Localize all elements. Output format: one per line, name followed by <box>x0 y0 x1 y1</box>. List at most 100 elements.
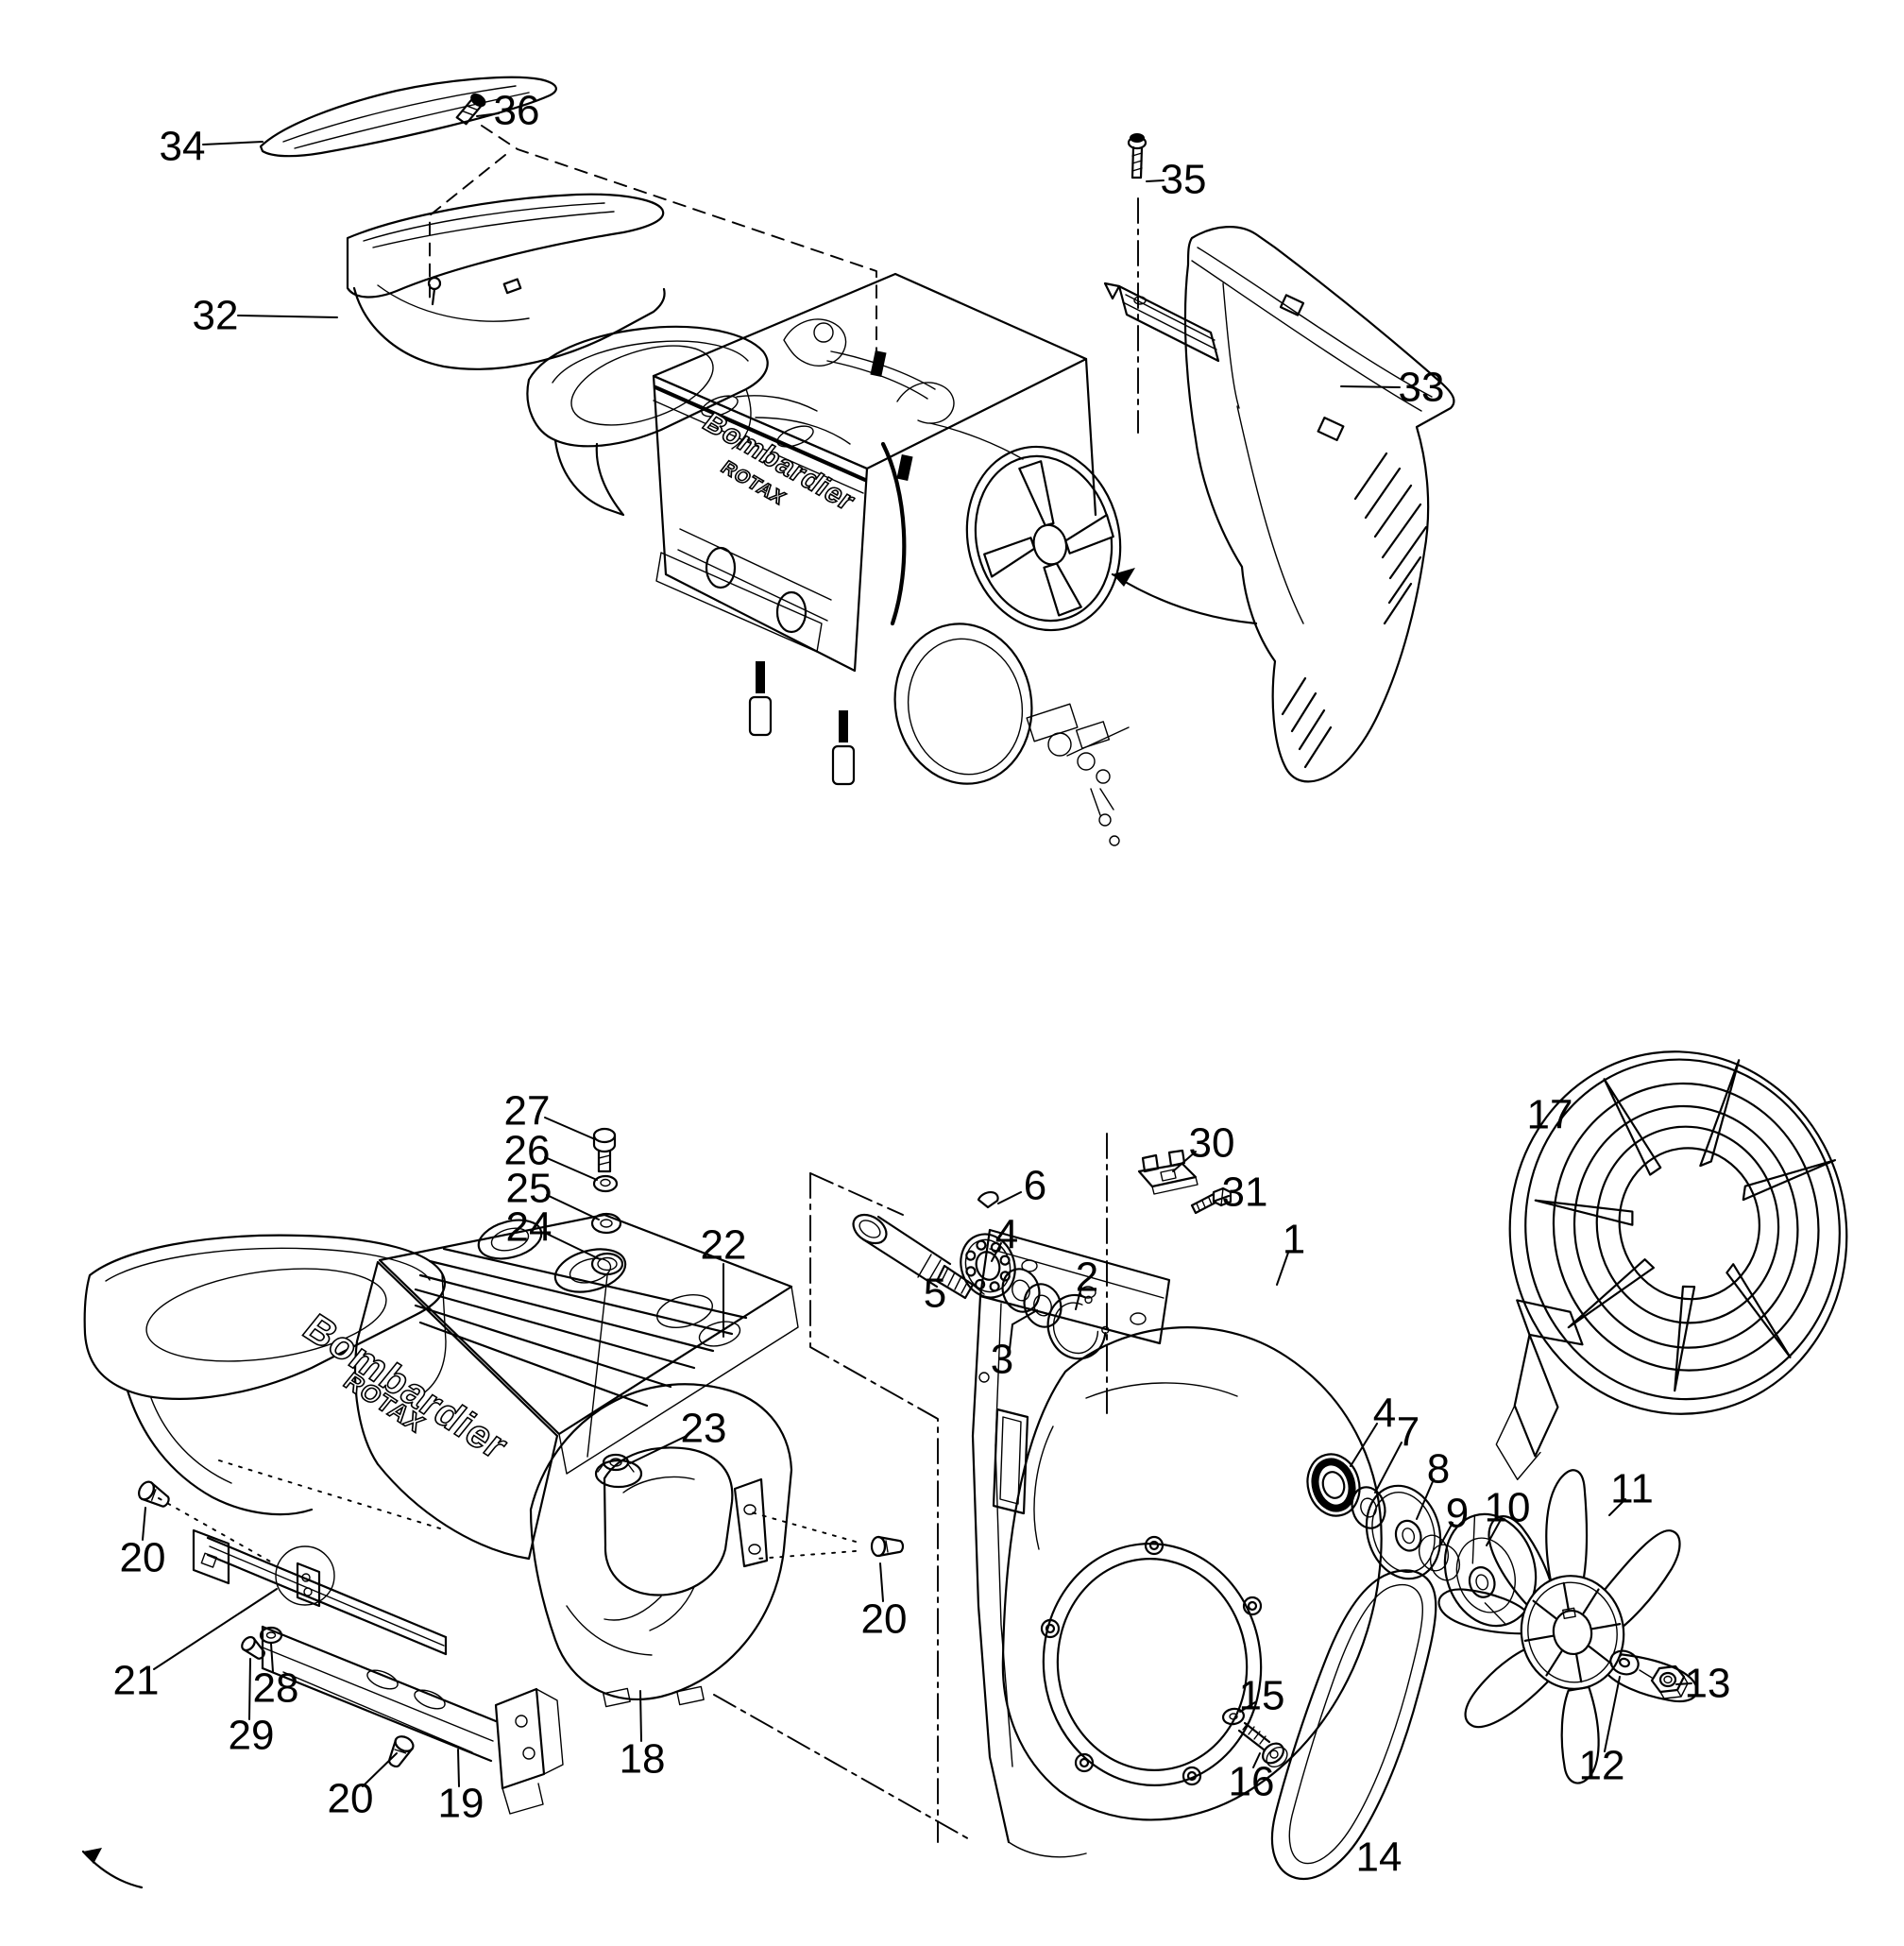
callout-18: 18 <box>620 1736 666 1783</box>
callout-leader-10 <box>1486 1517 1503 1546</box>
callout-leader-28 <box>270 1643 274 1673</box>
callout-leader-36 <box>476 112 500 117</box>
part-27-bolt <box>592 1127 617 1173</box>
callout-26: 26 <box>504 1128 551 1174</box>
callout-leader-20 <box>879 1562 884 1602</box>
engine-assembly: Bombardier ROTAX <box>526 272 1130 846</box>
part-6-key <box>977 1190 999 1209</box>
callout-leader-3 <box>1009 1323 1013 1350</box>
part-36-screw <box>455 93 486 126</box>
assembly-line-36b <box>429 154 506 305</box>
callout-2: 2 <box>1076 1255 1098 1301</box>
part-20-screw-c <box>870 1535 905 1558</box>
callout-29: 29 <box>229 1713 275 1759</box>
callout-12: 12 <box>1579 1743 1625 1789</box>
part-15-washer <box>1221 1707 1246 1726</box>
housing-bolt-tabs <box>1040 1535 1263 1786</box>
callout-leader-20 <box>142 1507 146 1541</box>
part-29-screw <box>241 1635 265 1660</box>
direction-arrow <box>1111 568 1258 625</box>
part-1-fan-housing <box>971 1228 1383 1858</box>
callout-leader-34 <box>202 141 264 145</box>
callout-36: 36 <box>494 88 540 134</box>
callout-leader-27 <box>544 1117 596 1140</box>
callout-28: 28 <box>253 1665 299 1712</box>
callout-leader-23 <box>629 1435 688 1464</box>
part-10-pulley-half <box>1443 1512 1538 1628</box>
callout-33: 33 <box>1399 365 1445 411</box>
part-11-fan <box>1437 1469 1698 1784</box>
callout-leader-7 <box>1374 1442 1402 1494</box>
part-17-fan-guard <box>1495 1050 1848 1480</box>
direction-arrow-2 <box>81 1848 144 1889</box>
part-12-washer <box>1609 1649 1640 1676</box>
part-23-grommet <box>594 1453 643 1489</box>
callout-leader-33 <box>1340 385 1401 388</box>
callout-13: 13 <box>1685 1661 1731 1707</box>
callout-3: 3 <box>991 1337 1013 1383</box>
callout-11: 11 <box>1610 1466 1654 1512</box>
callout-30: 30 <box>1189 1120 1235 1167</box>
bottom-left-assembly: Bombardier ROTAX <box>81 1127 905 1889</box>
callout-leader-25 <box>546 1194 600 1221</box>
callout-9: 9 <box>1446 1491 1469 1537</box>
part-18-air-duct <box>529 1383 793 1708</box>
callout-5: 5 <box>924 1271 946 1317</box>
callout-31: 31 <box>1222 1169 1268 1216</box>
callout-leader-13 <box>1675 1682 1692 1685</box>
callout-20: 20 <box>120 1535 166 1581</box>
part-3-washers <box>1001 1268 1062 1328</box>
shroud-grille-hatch <box>1281 452 1428 769</box>
callout-leader-19 <box>457 1749 460 1787</box>
part-31-bolt <box>1190 1186 1232 1215</box>
callout-leader-15 <box>1239 1701 1256 1713</box>
callout-34: 34 <box>160 124 206 170</box>
callout-19: 19 <box>438 1781 484 1827</box>
guard-spokes <box>1534 1059 1837 1392</box>
callout-4: 4 <box>995 1212 1018 1258</box>
callout-leader-26 <box>544 1156 598 1181</box>
fan-drive-assembly <box>713 1050 1848 1881</box>
callout-leader-9 <box>1440 1522 1454 1545</box>
part-19-bracket <box>261 1625 564 1815</box>
part-25-washer <box>590 1212 622 1235</box>
callout-leader-4 <box>1350 1423 1378 1467</box>
callout-15: 15 <box>1239 1673 1285 1719</box>
callout-leader-1 <box>1276 1252 1289 1286</box>
part-14-v-belt <box>1270 1569 1437 1881</box>
callout-leader-30 <box>1172 1151 1197 1172</box>
part-32-intake-cover <box>346 193 666 370</box>
callout-7: 7 <box>1397 1409 1420 1456</box>
intake-funnel <box>83 1234 447 1516</box>
part-4-bearing-b <box>1306 1453 1361 1517</box>
callout-leader-18 <box>639 1690 642 1742</box>
part-35-screw <box>1127 133 1148 179</box>
part-20-screw-b <box>387 1735 415 1768</box>
callout-leader-16 <box>1252 1752 1261 1768</box>
callout-27: 27 <box>504 1088 551 1135</box>
callout-32: 32 <box>193 293 239 339</box>
assembly-line-36 <box>481 125 877 363</box>
callout-leader-4 <box>991 1242 1002 1262</box>
callout-leader-35 <box>1146 179 1164 182</box>
callout-35: 35 <box>1161 157 1207 203</box>
part-5-shaft <box>852 1213 985 1300</box>
part-21-bracket <box>192 1528 448 1656</box>
part-33-fan-shroud <box>1103 226 1455 783</box>
callout-leader-29 <box>248 1658 251 1720</box>
callout-22: 22 <box>701 1222 747 1269</box>
callout-4: 4 <box>1373 1391 1396 1437</box>
callout-leader-24 <box>546 1233 601 1260</box>
part-7-washer <box>1351 1486 1386 1529</box>
pulley-wheel <box>965 445 1122 632</box>
callout-leader-2 <box>1075 1286 1082 1310</box>
callout-21: 21 <box>113 1658 160 1704</box>
callout-16: 16 <box>1229 1759 1275 1805</box>
part-20-screw-a <box>138 1480 170 1508</box>
callout-leader-6 <box>997 1191 1022 1204</box>
callout-leader-8 <box>1416 1478 1435 1520</box>
part-16-bolt <box>1237 1721 1288 1768</box>
callout-20: 20 <box>328 1776 374 1822</box>
callout-25: 25 <box>506 1166 552 1212</box>
